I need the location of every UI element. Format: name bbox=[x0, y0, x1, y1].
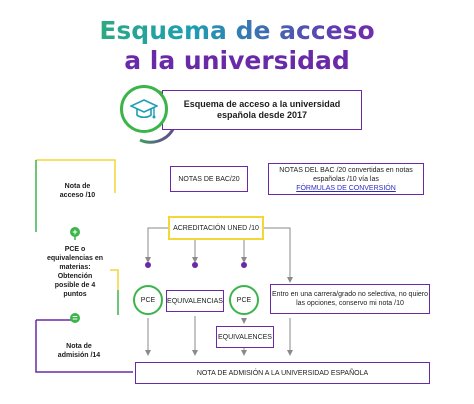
left-top-connector bbox=[36, 159, 116, 193]
pce-line3: materias: bbox=[59, 264, 91, 271]
pce-line4: Obtención bbox=[57, 273, 93, 280]
nota-acceso-label: Nota de acceso /10 bbox=[50, 180, 105, 202]
nota-admision-line2: admisión /14 bbox=[57, 352, 101, 359]
carrera-box: Entro en una carrera/grado no selectiva,… bbox=[270, 284, 430, 314]
equivalences-box: EQUIVALENCES bbox=[216, 326, 274, 348]
header-box: Esquema de acceso a la universidad españ… bbox=[162, 90, 362, 130]
carrera-line1: Entro en una carrera/grado no selectiva,… bbox=[271, 291, 429, 298]
connector-dot-2 bbox=[192, 262, 198, 268]
nota-admision-final-text: NOTA DE ADMISIÓN A LA UNIVERSIDAD ESPAÑO… bbox=[196, 369, 369, 377]
graduation-cap-icon bbox=[120, 85, 168, 133]
equivalences-text: EQUIVALENCES bbox=[218, 333, 272, 341]
convertidas-line2: españolas /10 vía las bbox=[313, 175, 379, 183]
pce-line2: equivalencias en bbox=[46, 255, 104, 262]
pce-left-text: PCE bbox=[140, 296, 156, 304]
cap-glyph bbox=[130, 99, 158, 119]
notas-bac-box: NOTAS DE BAC/20 bbox=[170, 166, 248, 192]
acreditacion-text: ACREDITACIÓN UNED /10 bbox=[173, 224, 259, 232]
left-purple-connector bbox=[35, 320, 133, 373]
main-title-line2: a la universidad bbox=[124, 46, 350, 75]
pce-line6: puntos bbox=[63, 291, 87, 298]
pce-line5: posible de 4 bbox=[54, 282, 96, 289]
formulas-conversion-link[interactable]: FÓRMULAS DE CONVERSIÓN bbox=[296, 184, 396, 192]
header-text-line1: Esquema de acceso a la universidad bbox=[183, 99, 341, 109]
nota-acceso-line2: acceso /10 bbox=[59, 192, 96, 199]
equals-icon: = bbox=[70, 313, 80, 323]
convertidas-line1: NOTAS DEL BAC /20 convertidas en notas bbox=[279, 166, 413, 174]
pce-line1: PCE o bbox=[64, 246, 86, 253]
connector-dot-3 bbox=[241, 262, 247, 268]
carrera-line2: las opciones, conservo mi nota /10 bbox=[296, 300, 404, 307]
nota-acceso-line1: Nota de bbox=[64, 183, 91, 190]
pce-right-circle: PCE bbox=[229, 285, 259, 315]
header-text-line2: española desde 2017 bbox=[216, 110, 308, 120]
pce-left-circle: PCE bbox=[133, 285, 163, 315]
main-title-line1: Esquema de acceso bbox=[0, 16, 474, 46]
nota-admision-final-box: NOTA DE ADMISIÓN A LA UNIVERSIDAD ESPAÑO… bbox=[135, 362, 430, 384]
notas-bac-convertidas-box: NOTAS DEL BAC /20 convertidas en notas e… bbox=[268, 163, 424, 195]
equivalencias-box: EQUIVALENCIAS bbox=[166, 290, 224, 312]
nota-admision-line1: Nota de bbox=[66, 343, 92, 350]
plus-icon: + bbox=[70, 227, 80, 237]
acreditacion-box: ACREDITACIÓN UNED /10 bbox=[168, 216, 264, 240]
equivalencias-text: EQUIVALENCIAS bbox=[167, 297, 223, 305]
nota-admision-label: Nota de admisión /14 bbox=[48, 340, 110, 362]
pce-equivalencias-label: PCE o equivalencias en materias: Obtenci… bbox=[42, 244, 108, 300]
notas-bac-text: NOTAS DE BAC/20 bbox=[178, 175, 240, 183]
pce-right-text: PCE bbox=[236, 296, 252, 304]
connector-dot-1 bbox=[145, 262, 151, 268]
